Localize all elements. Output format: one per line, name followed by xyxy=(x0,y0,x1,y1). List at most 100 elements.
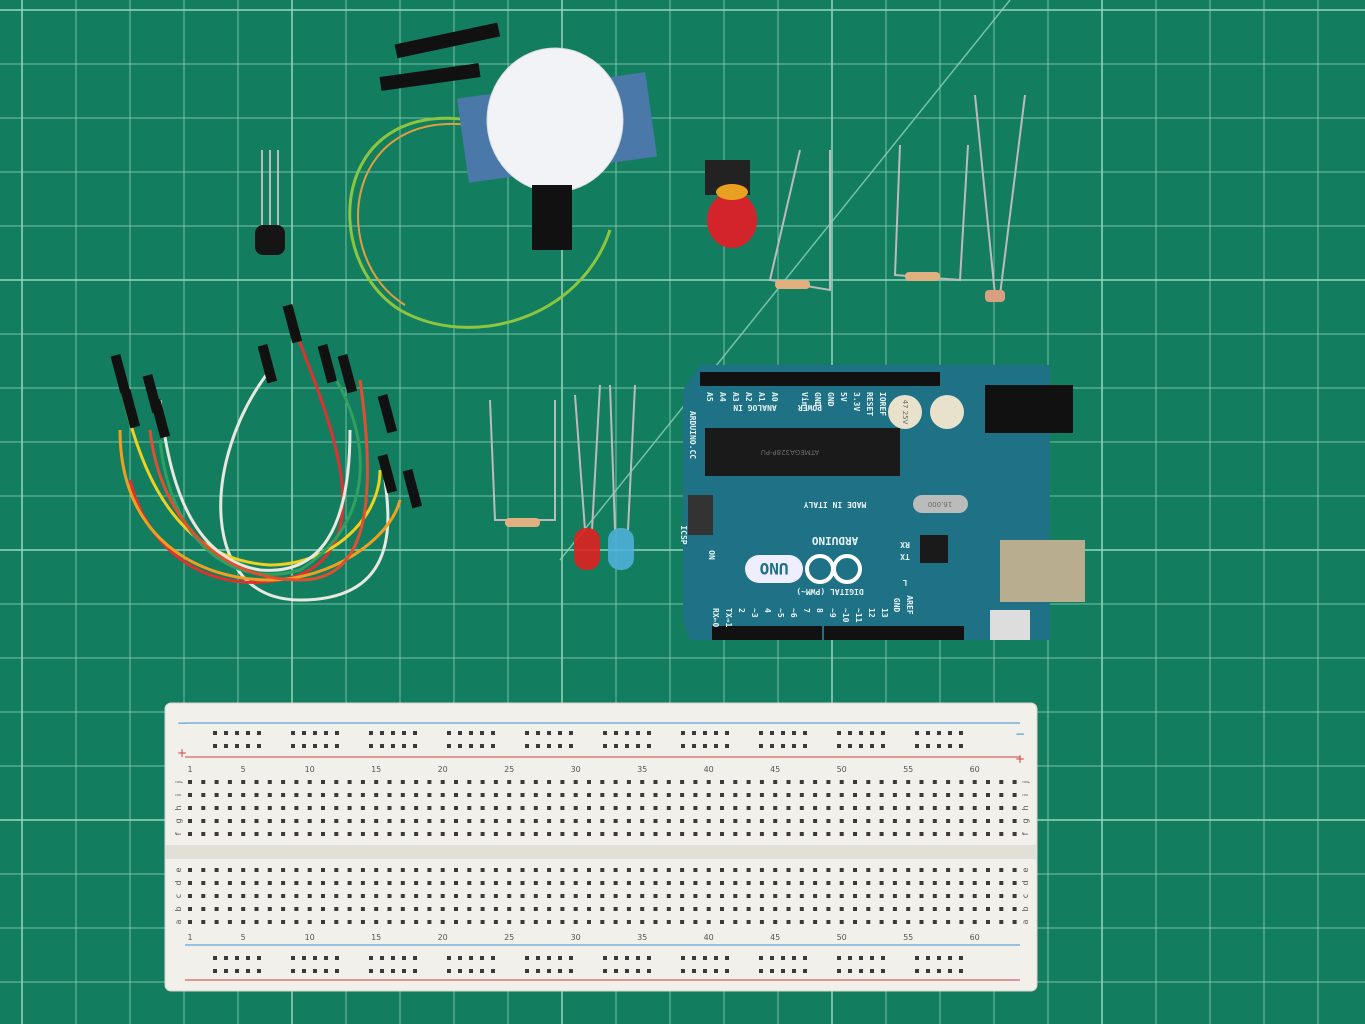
breadboard-hole xyxy=(427,868,432,872)
breadboard-hole xyxy=(680,907,685,911)
breadboard-hole xyxy=(188,894,192,898)
breadboard-hole xyxy=(826,920,831,924)
rail-hole xyxy=(224,744,228,748)
breadboard-hole xyxy=(560,832,565,836)
breadboard-hole xyxy=(839,920,844,924)
breadboard-hole xyxy=(773,920,778,924)
breadboard-hole xyxy=(440,780,445,784)
breadboard-hole xyxy=(520,780,525,784)
breadboard-hole xyxy=(1012,868,1017,872)
column-number-bottom: 10 xyxy=(305,933,315,942)
rail-hole xyxy=(458,956,462,960)
breadboard-hole xyxy=(347,920,352,924)
breadboard-hole xyxy=(587,819,591,823)
breadboard-hole xyxy=(879,793,884,797)
jumper-pin-housing xyxy=(110,354,131,394)
jumper-pin-housing xyxy=(317,344,338,384)
rail-hole xyxy=(380,731,384,735)
breadboard-hole xyxy=(467,819,472,823)
breadboard-hole xyxy=(400,894,405,898)
breadboard-hole xyxy=(400,920,405,924)
breadboard-hole xyxy=(360,868,365,872)
breadboard-hole xyxy=(560,793,565,797)
breadboard-hole xyxy=(746,868,751,872)
rail-hole xyxy=(636,744,640,748)
breadboard-hole xyxy=(613,832,618,836)
digital-pin-label: 8 xyxy=(815,608,824,613)
rail-hole xyxy=(937,744,941,748)
breadboard-holes xyxy=(188,731,1017,973)
rail-hole xyxy=(848,956,852,960)
breadboard-hole xyxy=(214,819,219,823)
breadboard-hole xyxy=(653,868,658,872)
jumper-pin-housing xyxy=(282,304,303,344)
breadboard-hole xyxy=(454,793,458,797)
breadboard-hole xyxy=(640,868,645,872)
rail-plus-label: + xyxy=(177,746,187,760)
rail-hole xyxy=(335,731,339,735)
rail-hole xyxy=(302,956,306,960)
rail-hole xyxy=(937,956,941,960)
rail-hole xyxy=(335,969,339,973)
breadboard-hole xyxy=(507,793,512,797)
usb-chip xyxy=(920,535,948,563)
rail-hole xyxy=(926,956,930,960)
tx-label: TX xyxy=(900,552,910,561)
rail-hole xyxy=(413,731,417,735)
breadboard-hole xyxy=(839,894,844,898)
rail-hole xyxy=(959,744,963,748)
breadboard-hole xyxy=(414,868,419,872)
rail-hole xyxy=(915,731,919,735)
breadboard-hole xyxy=(387,793,392,797)
icsp-label: ICSP xyxy=(679,525,688,544)
breadboard-hole xyxy=(693,780,698,784)
rail-hole xyxy=(937,731,941,735)
breadboard-hole xyxy=(360,806,365,810)
breadboard-hole xyxy=(813,793,818,797)
breadboard-hole xyxy=(906,907,911,911)
breadboard-hole xyxy=(733,793,738,797)
breadboard-hole xyxy=(600,868,605,872)
breadboard-hole xyxy=(932,793,937,797)
breadboard-hole xyxy=(414,832,419,836)
breadboard-hole xyxy=(759,780,764,784)
breadboard-hole xyxy=(334,780,339,784)
power-pin-label: IOREF xyxy=(878,392,887,416)
breadboard-hole xyxy=(680,832,685,836)
breadboard-hole xyxy=(480,819,485,823)
rail-hole xyxy=(959,731,963,735)
breadboard-hole xyxy=(321,832,325,836)
jumper-wires xyxy=(110,304,423,602)
rail-hole xyxy=(224,956,228,960)
made-in-label: MADE IN ITALY xyxy=(804,500,867,509)
rail-hole xyxy=(213,744,217,748)
rail-hole xyxy=(870,744,874,748)
breadboard-hole xyxy=(626,793,631,797)
row-letter-right: g xyxy=(1021,818,1030,823)
breadboard-hole xyxy=(467,881,472,885)
breadboard-hole xyxy=(587,806,591,810)
breadboard: + − + − 11551010151520202525303035354040… xyxy=(164,702,1038,992)
breadboard-hole xyxy=(533,793,538,797)
breadboard-hole xyxy=(321,907,325,911)
breadboard-hole xyxy=(959,920,964,924)
analog-pin-label: A0 xyxy=(770,392,779,402)
breadboard-hole xyxy=(281,832,286,836)
rail-hole xyxy=(926,744,930,748)
breadboard-hole xyxy=(387,780,392,784)
breadboard-hole xyxy=(600,832,605,836)
breadboard-hole xyxy=(427,819,432,823)
chip-label: ATMEGA328P-PU xyxy=(761,448,820,456)
rail-hole xyxy=(681,731,685,735)
breadboard-hole xyxy=(427,780,432,784)
breadboard-hole xyxy=(374,868,379,872)
breadboard-hole xyxy=(733,780,738,784)
breadboard-hole xyxy=(387,907,392,911)
breadboard-hole xyxy=(347,780,352,784)
breadboard-hole xyxy=(254,868,259,872)
breadboard-hole xyxy=(813,920,818,924)
breadboard-hole xyxy=(759,920,764,924)
rail-hole xyxy=(213,969,217,973)
breadboard-hole xyxy=(1012,907,1017,911)
column-number-top: 55 xyxy=(903,765,913,774)
